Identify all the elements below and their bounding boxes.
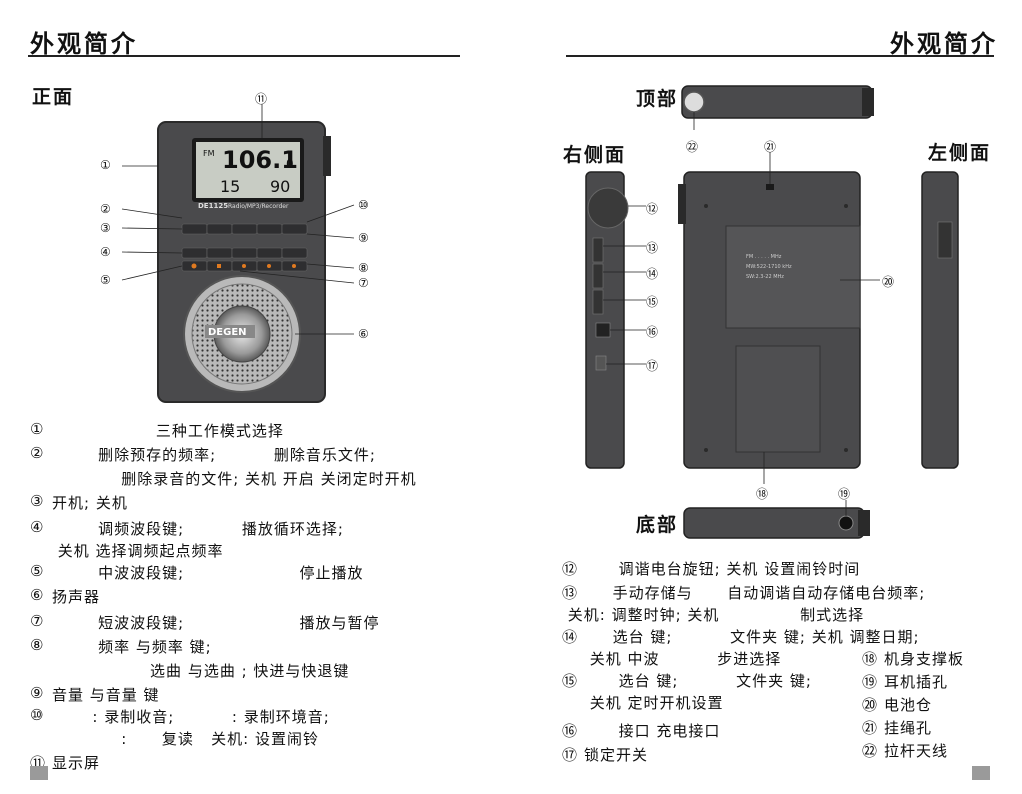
- callout-19: ⑲: [838, 487, 851, 501]
- callout-13: ⑬: [646, 241, 659, 255]
- desc-line: ⑭ 选台 键; 文件夹 键; 关机 调整日期;: [562, 628, 920, 646]
- left-page-marker: [30, 766, 48, 780]
- desc-line: ② 删除预存的频率; 删除音乐文件;: [30, 444, 376, 464]
- desc-line: 选曲 与选曲 ; 快进与快退键: [52, 662, 350, 680]
- right-page-title: 外观简介: [890, 30, 998, 58]
- top-heading: 顶部: [636, 88, 679, 110]
- callout-1: ①: [100, 158, 111, 172]
- front-device-diagram: FM 106.1 0 15 90 DE1125 Radio/MP3/Record…: [90, 88, 390, 408]
- desc-line: ⑤ 中波波段键; 停止播放: [30, 562, 364, 582]
- callout-21: ㉑: [764, 140, 777, 154]
- left-title-rule: [28, 55, 460, 57]
- back-label-line: SW:2.3-22 MHz: [746, 274, 784, 280]
- desc-line: ④ 调频波段键; 播放循环选择;: [30, 518, 344, 538]
- right-page-marker: [972, 766, 990, 780]
- right-side-heading: 右侧面: [563, 144, 627, 166]
- callout-6: ⑥: [358, 327, 369, 341]
- brand-logo: DEGEN: [208, 327, 247, 338]
- desc-line: ⑫ 调谐电台旋钮; 关机 设置闹铃时间: [562, 560, 861, 578]
- callout-20: ⑳: [882, 275, 895, 289]
- callout-9: ⑨: [358, 231, 369, 245]
- callout-2: ②: [100, 202, 111, 216]
- desc-line: 关机 中波 步进选择: [584, 650, 782, 668]
- desc-line: : 复读 关机: 设置闹铃: [52, 730, 320, 748]
- callout-12: ⑫: [646, 202, 659, 216]
- callout-11: ⑪: [255, 92, 268, 106]
- callout-10: ⑩: [358, 198, 369, 212]
- lcd-volume: 90: [270, 177, 290, 196]
- lcd-memory-number: 15: [220, 177, 240, 196]
- desc-line: 删除录音的文件; 关机 开启 关闭定时开机: [52, 470, 417, 488]
- desc-line: ⑯ 接口 充电接口: [562, 722, 721, 740]
- lcd-fm-label: FM: [203, 149, 215, 158]
- right-description-list: ⑫ 调谐电台旋钮; 关机 设置闹铃时间 ⑬ 手动存储与 自动调谐自动存储电台频率…: [562, 558, 926, 766]
- back-label-line: MW:522-1710 kHz: [746, 264, 792, 270]
- front-heading: 正面: [32, 86, 75, 108]
- bottom-heading: 底部: [636, 514, 679, 536]
- lcd-frequency-unit: 0: [286, 157, 294, 171]
- callout-8: ⑧: [358, 261, 369, 275]
- model-label: DE1125: [198, 202, 228, 210]
- desc-line: 关机: 调整时钟; 关机 制式选择: [562, 606, 865, 624]
- callout-16: ⑯: [646, 325, 659, 339]
- desc-line: ① 三种工作模式选择: [30, 420, 284, 440]
- callout-14: ⑭: [646, 267, 659, 281]
- right-device-diagrams: FM . . . . . MHz MW:522-1710 kHz SW:2.3-…: [560, 80, 1000, 540]
- model-subtitle: Radio/MP3/Recorder: [228, 203, 289, 210]
- callout-7: ⑦: [358, 276, 369, 290]
- desc-line: ⑮ 选台 键; 文件夹 键;: [562, 672, 812, 690]
- right-title-rule: [566, 55, 994, 57]
- left-page-title: 外观简介: [30, 30, 138, 58]
- desc-line: ⑦ 短波波段键; 播放与暂停: [30, 612, 380, 632]
- desc-line: ⑧ 频率 与频率 键;: [30, 636, 212, 656]
- desc-line: ⑬ 手动存储与 自动调谐自动存储电台频率;: [562, 584, 926, 602]
- desc-line: ⑩ : 录制收音; : 录制环境音;: [30, 706, 330, 726]
- callout-18: ⑱: [756, 487, 769, 501]
- back-label-line: FM . . . . . MHz: [746, 254, 782, 260]
- desc-line: 关机 定时开机设置: [584, 694, 724, 712]
- callout-5: ⑤: [100, 273, 111, 287]
- callout-22: ㉒: [686, 140, 699, 154]
- left-description-list: ① 三种工作模式选择 ② 删除预存的频率; 删除音乐文件; 删除录音的文件; 关…: [30, 420, 470, 774]
- left-side-heading: 左侧面: [928, 142, 992, 164]
- callout-17: ⑰: [646, 359, 659, 373]
- callout-4: ④: [100, 245, 111, 259]
- callout-3: ③: [100, 221, 111, 235]
- lcd-frequency: 106.1: [222, 146, 298, 174]
- desc-line: 关机 选择调频起点频率: [52, 542, 224, 560]
- callout-15: ⑮: [646, 295, 659, 309]
